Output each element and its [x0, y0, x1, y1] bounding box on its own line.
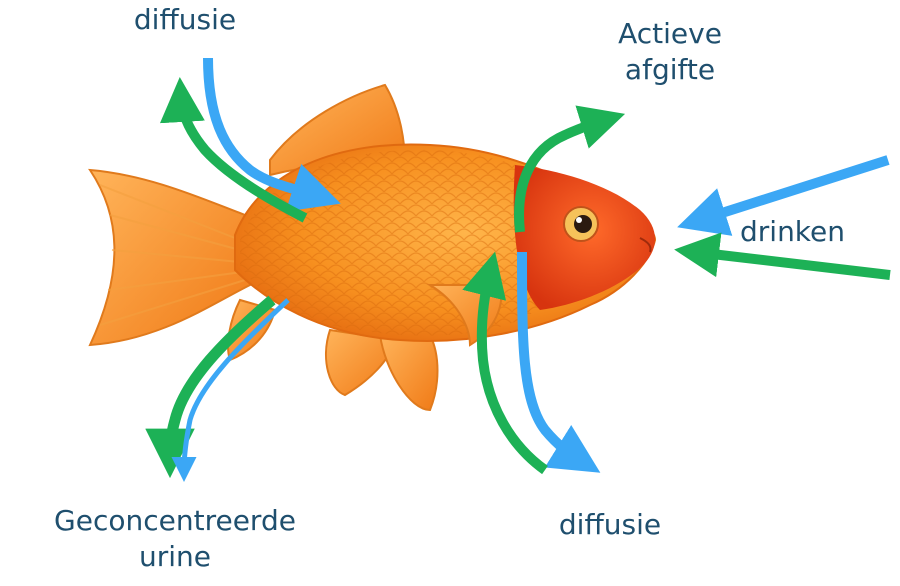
active-release-label-line1: Actieve — [585, 16, 755, 52]
drinking-salt-arrow — [695, 252, 890, 275]
drinking-label: drinken — [740, 214, 900, 250]
urine-label: Geconcentreerde urine — [0, 503, 350, 575]
active-release-label-line2: afgifte — [585, 52, 755, 88]
diffusion-bottom-label: diffusie — [530, 507, 690, 543]
diffusion-top-label: diffusie — [105, 2, 265, 38]
urine-label-line2: urine — [0, 539, 350, 575]
active-release-label: Actieve afgifte — [585, 16, 755, 88]
urine-label-line1: Geconcentreerde — [0, 503, 350, 539]
drinking-water-arrow — [700, 160, 888, 220]
